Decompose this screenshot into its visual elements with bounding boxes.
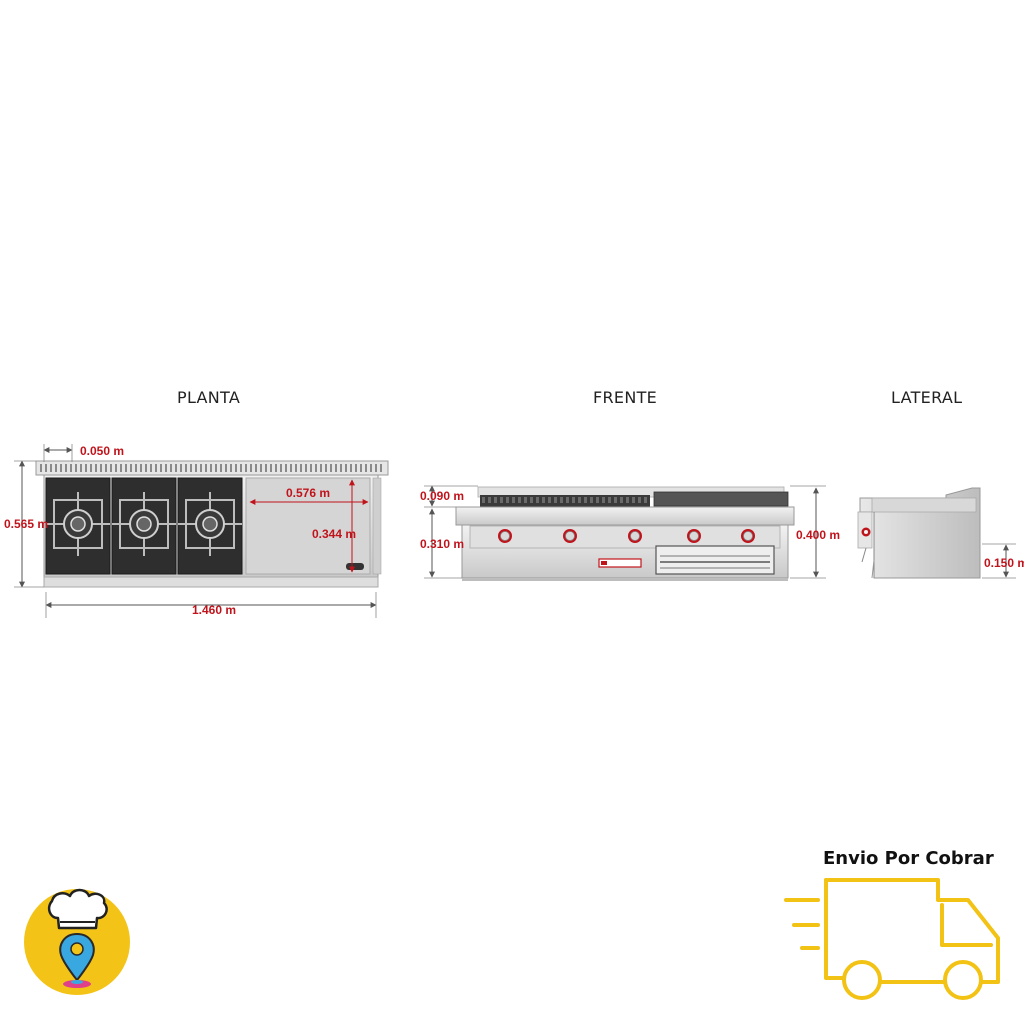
- burner-3: [177, 477, 243, 575]
- dim-width: 1.460 m: [192, 603, 236, 617]
- delivery-truck-icon: [784, 878, 1000, 1000]
- dim-body-height: 0.310 m: [420, 537, 464, 551]
- knob-5: [741, 529, 755, 543]
- planta-title: PLANTA: [177, 388, 241, 407]
- grease-drawer-handle: [346, 563, 364, 570]
- dim-backsplash: 0.090 m: [420, 489, 464, 503]
- chef-hat-location-pin-icon: [24, 888, 130, 995]
- knob-1: [498, 529, 512, 543]
- knob-4: [687, 529, 701, 543]
- dim-griddle-depth: 0.344 m: [312, 527, 356, 541]
- dim-edge: 0.050 m: [80, 444, 124, 458]
- dim-depth: 0.565 m: [4, 517, 48, 531]
- control-knobs: [498, 529, 755, 543]
- burner-1: [45, 477, 111, 575]
- burner-2: [111, 477, 177, 575]
- burner-grates: [45, 477, 243, 575]
- frente-title: FRENTE: [593, 388, 658, 407]
- knob-3: [628, 529, 642, 543]
- frente-view: 0.090 m 0.310 m 0.400 m: [420, 485, 840, 581]
- burner-grate-profiles: [482, 497, 647, 503]
- lateral-view: 0.150 m: [857, 487, 1024, 579]
- griddle-profile: [653, 491, 789, 507]
- dim-leg-height: 0.150 m: [984, 556, 1024, 570]
- planta-view: 0.050 m 0.576 m 0.344 m 0.565 m 1.460 m: [4, 444, 389, 618]
- shipping-label: Envio Por Cobrar: [823, 848, 994, 869]
- brand-plate: [598, 558, 642, 568]
- dim-griddle-width: 0.576 m: [286, 486, 330, 500]
- vent-slots: [40, 464, 382, 472]
- dim-total-height: 0.400 m: [796, 528, 840, 542]
- lateral-title: LATERAL: [891, 388, 963, 407]
- broiler-opening: [655, 545, 775, 575]
- knob-2: [563, 529, 577, 543]
